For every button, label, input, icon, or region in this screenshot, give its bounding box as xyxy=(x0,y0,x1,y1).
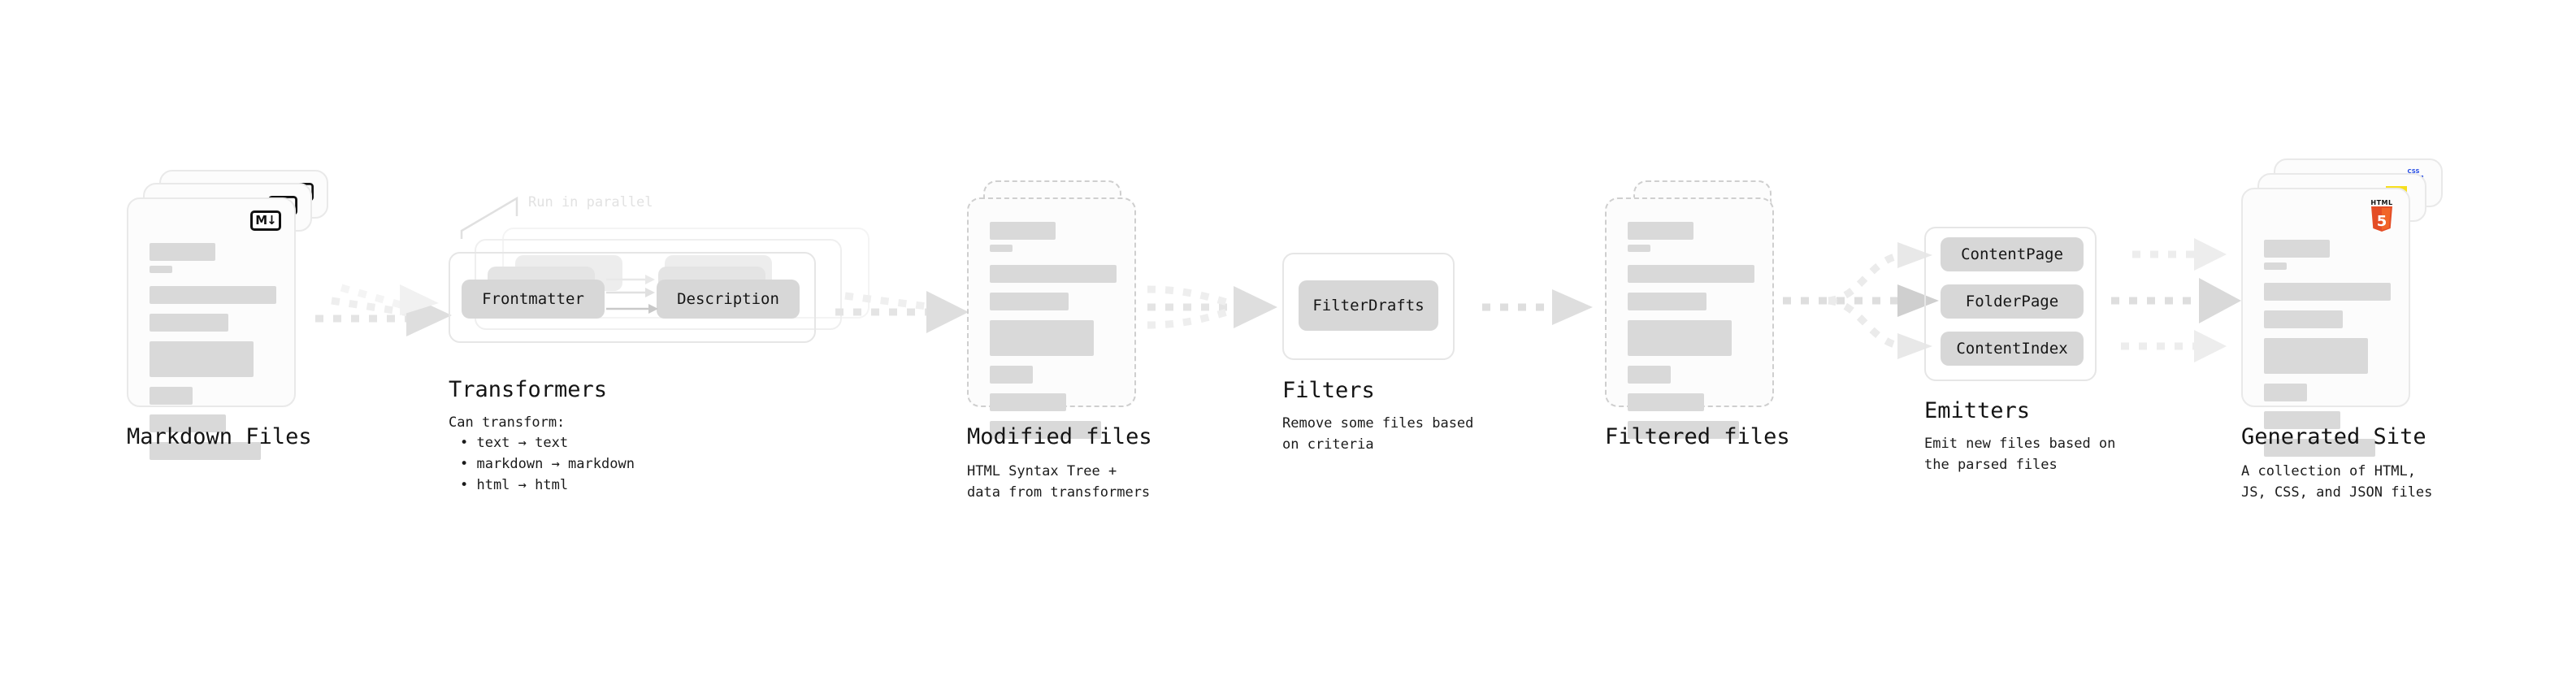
emitters-group xyxy=(1924,227,2097,381)
filters-group xyxy=(1282,253,1455,360)
filters-caption-line-0: Remove some files based xyxy=(1282,415,1474,432)
transformer-pill-frontmatter[interactable]: Frontmatter xyxy=(462,280,605,319)
markdown-icon: M↓ xyxy=(250,210,281,231)
html5-icon-text: HTML xyxy=(2370,199,2393,206)
site-caption-line-1: JS, CSS, and JSON files xyxy=(2241,484,2433,501)
transformers-caption-head: Can transform: xyxy=(449,414,566,431)
run-in-parallel-brace xyxy=(460,196,518,239)
css-icon-text: CSS xyxy=(2407,168,2420,175)
run-in-parallel-label: Run in parallel xyxy=(528,194,653,210)
stage-title-transformers: Transformers xyxy=(449,377,608,402)
markdown-icon-letter: M xyxy=(255,213,267,228)
html5-shield: 5 xyxy=(2371,206,2392,232)
connector-transformers-to-modified xyxy=(835,291,969,333)
stage-title-filters: Filters xyxy=(1282,378,1375,403)
stage-title-modified-files: Modified files xyxy=(967,424,1152,449)
site-card-front: HTML 5 xyxy=(2241,188,2410,457)
stage-title-filtered-files: Filtered files xyxy=(1605,424,1790,449)
site-caption-line-0: A collection of HTML, xyxy=(2241,463,2416,479)
stage-title-generated-site: Generated Site xyxy=(2241,424,2426,449)
html5-icon: HTML 5 xyxy=(2368,200,2396,237)
transformer-pill-description[interactable]: Description xyxy=(657,280,800,319)
emitters-caption-line-1: the parsed files xyxy=(1924,457,2058,473)
emitter-pill-folderpage[interactable]: FolderPage xyxy=(1941,284,2084,319)
filters-caption-line-1: on criteria xyxy=(1282,436,1374,453)
card-placeholder-lines xyxy=(1628,222,1754,449)
stage-title-markdown-files: Markdown Files xyxy=(127,424,312,449)
connector-markdown-to-transformers xyxy=(315,284,452,336)
modified-card-front xyxy=(967,197,1136,439)
transformers-caption-bullet-1: • markdown → markdown xyxy=(460,456,635,472)
markdown-card-front: M↓ xyxy=(127,197,296,460)
connector-filtered-to-emitters xyxy=(1783,242,1939,359)
card-placeholder-lines xyxy=(990,222,1117,449)
connector-modified-to-filters xyxy=(1147,285,1277,329)
card-placeholder-lines xyxy=(150,243,276,470)
transformers-caption-bullet-0: • text → text xyxy=(460,435,569,451)
filter-pill-filterdrafts[interactable]: FilterDrafts xyxy=(1299,280,1438,331)
emitter-pill-contentpage[interactable]: ContentPage xyxy=(1941,237,2084,271)
filtered-card-front xyxy=(1605,197,1774,439)
connector-filters-to-filtered xyxy=(1482,289,1593,325)
card-placeholder-lines xyxy=(2264,240,2391,466)
modified-caption-line-1: data from transformers xyxy=(967,484,1151,501)
stage-title-emitters: Emitters xyxy=(1924,398,2031,423)
connector-emitters-to-site xyxy=(2111,238,2241,362)
emitter-pill-contentindex[interactable]: ContentIndex xyxy=(1941,332,2084,366)
modified-caption-line-0: HTML Syntax Tree + xyxy=(967,463,1117,479)
transformers-caption-bullet-2: • html → html xyxy=(460,477,569,493)
emitters-caption-line-0: Emit new files based on xyxy=(1924,436,2116,452)
transformer-group-front xyxy=(449,252,816,343)
transformer-inner-arrows xyxy=(606,275,658,314)
html5-icon-number: 5 xyxy=(2377,213,2387,230)
